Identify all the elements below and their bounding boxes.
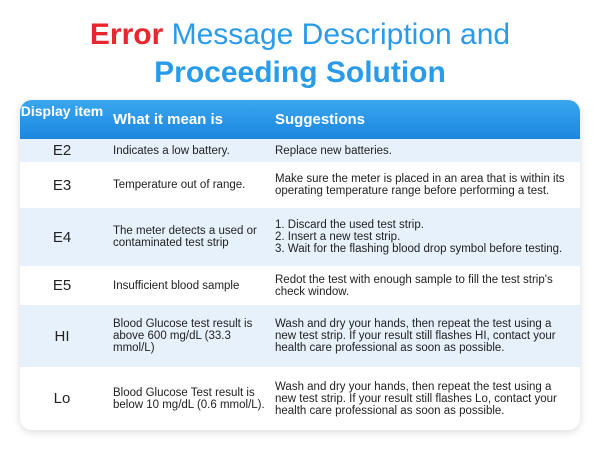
- error-code: E3: [52, 176, 72, 194]
- error-table: Display item What it mean is Suggestions…: [20, 100, 580, 430]
- error-meaning: Blood Glucose test result is above 600 m…: [113, 318, 253, 354]
- error-code: E4: [52, 228, 72, 246]
- table-row: E3 Temperature out of range. Make sure t…: [20, 162, 580, 208]
- error-code: E5: [52, 277, 72, 294]
- header-meaning: What it mean is: [113, 111, 224, 128]
- page-title: Error Message Description and Proceeding…: [0, 16, 600, 92]
- error-meaning: Indicates a low battery.: [113, 144, 230, 157]
- error-suggestion: Make sure the meter is placed in an area…: [275, 173, 565, 197]
- table-row: E4 The meter detects a used or contamina…: [20, 208, 580, 266]
- error-code: HI: [54, 327, 70, 345]
- error-suggestion: Wash and dry your hands, then repeat the…: [275, 318, 556, 354]
- error-suggestion: Replace new batteries.: [275, 144, 392, 157]
- error-suggestion: Redot the test with enough sample to fil…: [275, 273, 553, 298]
- table-row: Lo Blood Glucose Test result is below 10…: [20, 367, 580, 430]
- error-code: Lo: [53, 390, 71, 407]
- header-suggestions: Suggestions: [275, 111, 366, 128]
- error-suggestion: Wash and dry your hands, then repeat the…: [275, 380, 557, 417]
- error-meaning: Insufficient blood sample: [113, 279, 240, 292]
- error-code: E2: [52, 142, 72, 159]
- title-line-1-rest: Message Description and: [163, 18, 511, 51]
- error-meaning: Blood Glucose Test result is below 10 mg…: [113, 386, 265, 411]
- error-meaning: The meter detects a used or contaminated…: [113, 225, 257, 249]
- title-line-1: Error Message Description and: [0, 16, 600, 54]
- table-header: Display item What it mean is Suggestions: [20, 100, 580, 139]
- table-row: HI Blood Glucose test result is above 60…: [20, 305, 580, 367]
- title-error-word: Error: [89, 18, 164, 51]
- table-row: E2 Indicates a low battery. Replace new …: [20, 139, 580, 162]
- error-meaning: Temperature out of range.: [113, 179, 246, 191]
- table-row: E5 Insufficient blood sample Redot the t…: [20, 266, 580, 305]
- error-suggestion: 1. Discard the used test strip. 2. Inser…: [275, 219, 563, 255]
- title-line-2: Proceeding Solution: [154, 56, 446, 89]
- header-display-item: Display item: [20, 103, 104, 119]
